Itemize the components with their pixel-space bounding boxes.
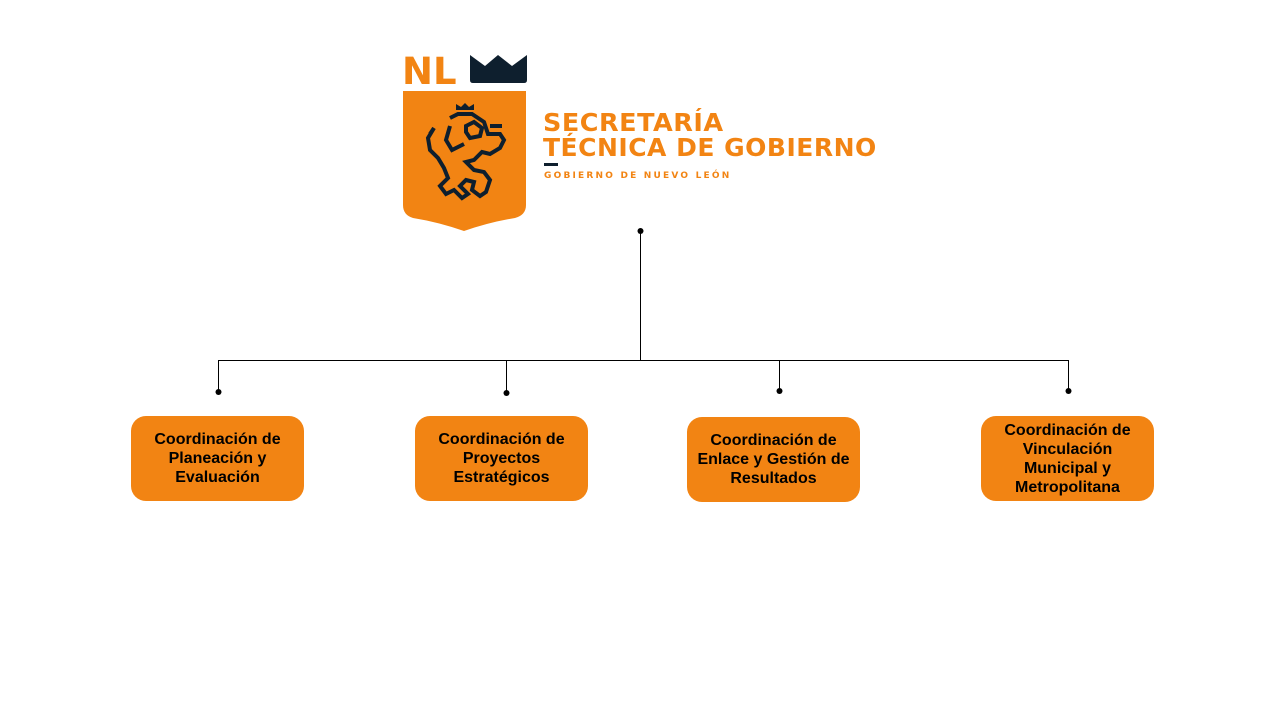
org-node-label: Coordinación de Proyectos Estratégicos bbox=[438, 431, 565, 486]
org-node-enlace[interactable]: Coordinación de Enlace y Gestión de Resu… bbox=[687, 417, 860, 502]
connector-dot-4 bbox=[1065, 388, 1072, 394]
org-node-label: Coordinación de Enlace y Gestión de Resu… bbox=[697, 432, 850, 487]
connector-dot-3 bbox=[776, 388, 783, 394]
logo-title-line2: TÉCNICA DE GOBIERNO bbox=[543, 133, 877, 162]
crown-icon bbox=[470, 55, 527, 83]
logo-title-line1: SECRETARÍA bbox=[543, 108, 724, 137]
org-node-label: Coordinación de Planeación y Evaluación bbox=[154, 431, 281, 486]
connector-dot-root bbox=[637, 228, 644, 234]
lion-icon bbox=[425, 103, 507, 201]
connector-dot-2 bbox=[503, 390, 510, 396]
org-node-proyectos[interactable]: Coordinación de Proyectos Estratégicos bbox=[415, 416, 588, 501]
nl-logo-text: NL bbox=[402, 50, 457, 93]
logo-dash bbox=[544, 163, 558, 166]
org-node-vinculacion[interactable]: Coordinación de Vinculación Municipal y … bbox=[981, 416, 1154, 501]
logo-subtitle: GOBIERNO DE NUEVO LEÓN bbox=[544, 171, 732, 181]
org-node-planeacion[interactable]: Coordinación de Planeación y Evaluación bbox=[131, 416, 304, 501]
connector-dot-1 bbox=[215, 389, 222, 395]
org-node-label: Coordinación de Vinculación Municipal y … bbox=[1004, 421, 1131, 496]
nl-shield-logo: NL bbox=[402, 50, 527, 231]
